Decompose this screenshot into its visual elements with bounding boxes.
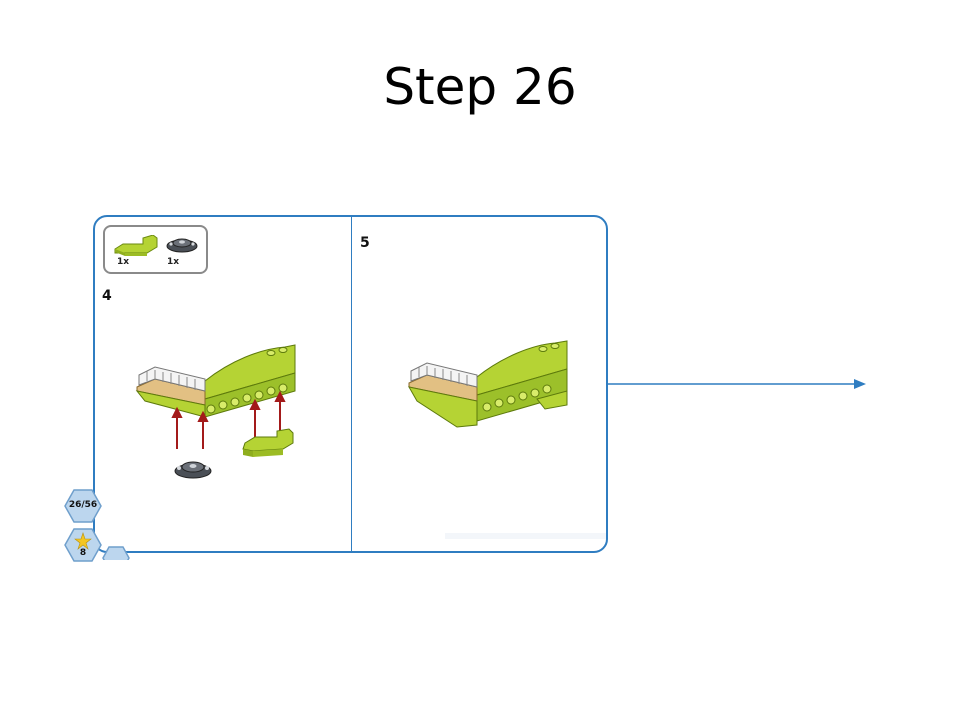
part-qty: 1x xyxy=(117,257,130,267)
step-number: 4 xyxy=(102,288,112,304)
parts-list: 1x 1x xyxy=(103,225,208,274)
panel-divider xyxy=(351,217,352,551)
step5-assembly-illustration xyxy=(408,340,568,428)
hexagon-icon xyxy=(102,546,130,560)
slide-title: Step 26 xyxy=(383,58,577,116)
faint-watermark xyxy=(445,533,606,539)
page-counter-label: 26/56 xyxy=(68,500,98,510)
page-counter-badge: 26/56 xyxy=(64,489,102,523)
hexagon-icon xyxy=(64,489,102,523)
dark-turntable-plate-icon xyxy=(166,238,198,253)
partial-badge xyxy=(102,546,130,560)
activity-badge: 8 xyxy=(64,528,102,562)
flow-arrow xyxy=(606,379,866,389)
step4-assembly-illustration xyxy=(135,344,296,479)
hexagon-icon xyxy=(64,528,102,562)
part-qty: 1x xyxy=(167,257,180,267)
lime-slope-brick-icon xyxy=(114,235,158,256)
step-number: 5 xyxy=(360,235,370,251)
instruction-panel: 1x 1x 4 5 xyxy=(93,215,608,553)
activity-label: 8 xyxy=(79,548,87,558)
